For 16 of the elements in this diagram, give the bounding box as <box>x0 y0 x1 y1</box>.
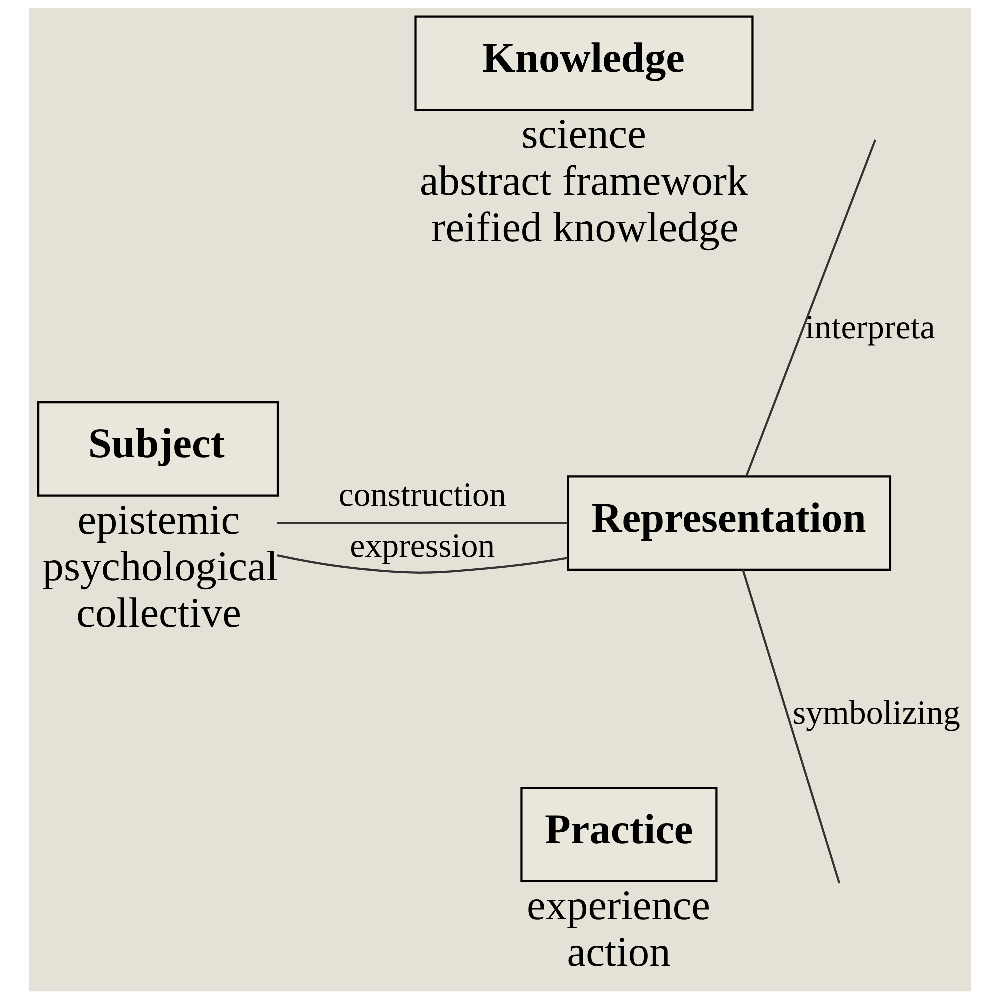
connector <box>277 554 568 574</box>
connector <box>742 570 841 884</box>
node-label: abstract framework <box>420 158 748 205</box>
connector <box>277 522 568 524</box>
node-label: action <box>567 929 671 976</box>
connector <box>746 140 877 477</box>
node-label: experience <box>527 882 711 930</box>
node-label: epistemic <box>78 496 240 544</box>
node-label: reified knowledge <box>432 204 739 252</box>
edge-label: expression <box>350 528 496 565</box>
node-label: collective <box>76 590 242 638</box>
node-label: psychological <box>42 544 278 591</box>
node-label: science <box>522 111 646 158</box>
edge-label: construction <box>338 476 506 514</box>
edge-label: symbolizing <box>792 695 960 732</box>
edge-label: interpreta <box>805 310 936 347</box>
